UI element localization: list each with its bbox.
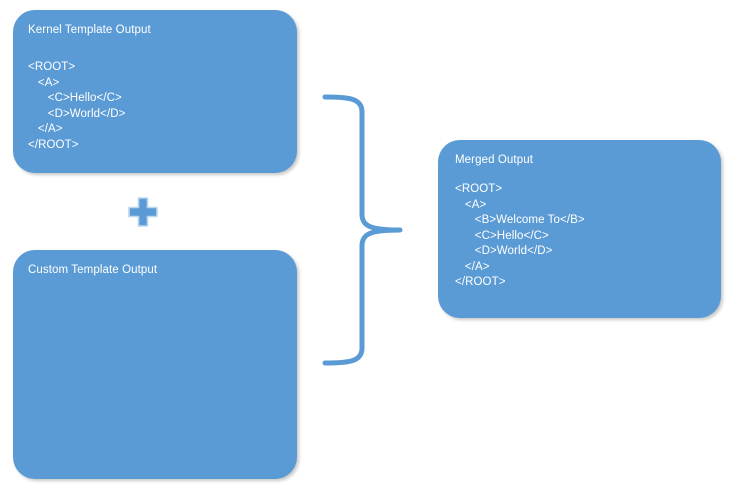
merged-output-code: <ROOT> <A> <B>Welcome To</B> <C>Hello</C… (455, 183, 585, 288)
right-curly-brace-stroke (322, 94, 403, 366)
merged-output-panel[interactable]: Merged Output <ROOT> <A> <B>Welcome To</… (438, 140, 721, 318)
kernel-template-output-panel[interactable]: Kernel Template Output <ROOT> <A> <C>Hel… (13, 10, 297, 173)
kernel-template-output-code: <ROOT> <A> <C>Hello</C> <D>World</D> </A… (28, 61, 126, 151)
merged-output-title: Merged Output (455, 154, 534, 166)
plus-icon (128, 197, 158, 227)
plus-icon-shape (128, 197, 158, 227)
kernel-template-output-title: Kernel Template Output (28, 24, 151, 36)
custom-template-output-panel[interactable]: Custom Template Output <ROOT> <A> <B mer… (13, 250, 297, 479)
custom-template-output-title: Custom Template Output (28, 264, 158, 276)
right-curly-brace-icon (322, 94, 403, 366)
